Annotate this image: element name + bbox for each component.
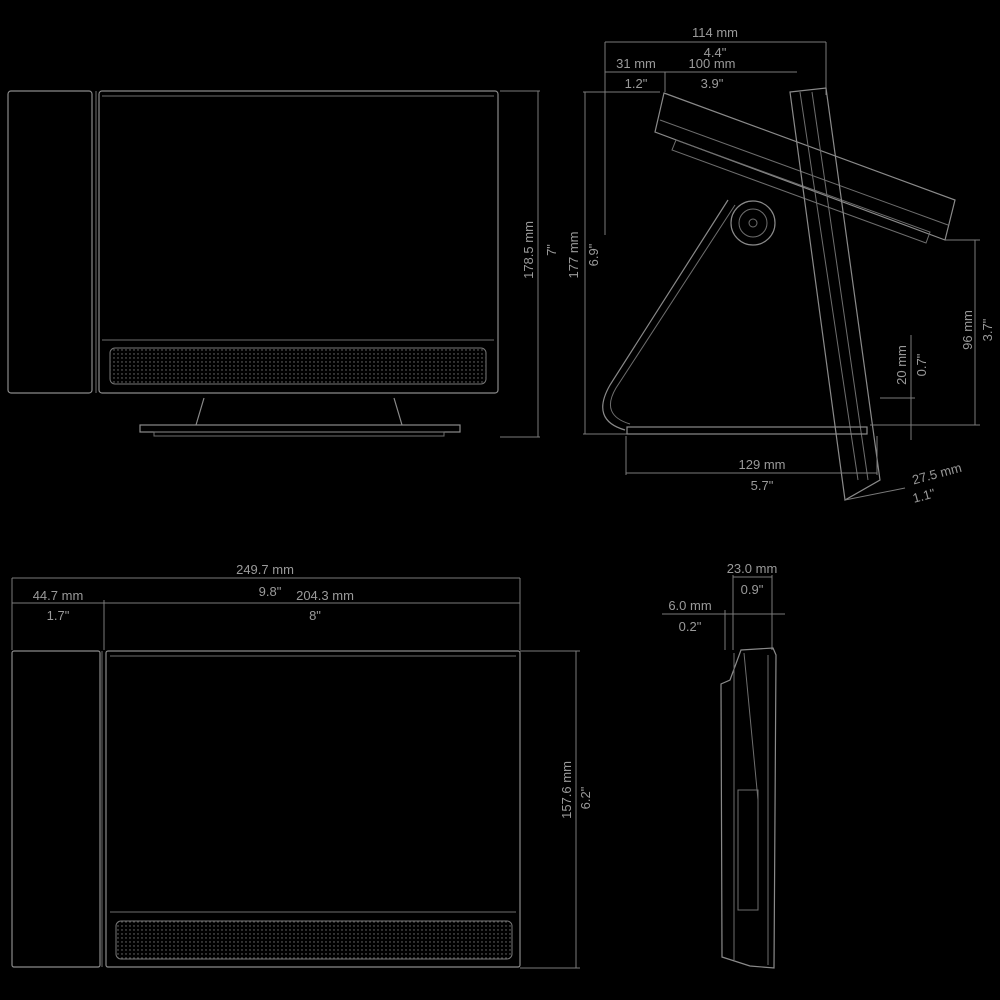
- side-view-with-stand: 114 mm 4.4" 31 mm 1.2" 100 mm 3.9" 177 m…: [566, 25, 995, 506]
- base-depth-mm: 129 mm: [739, 457, 786, 472]
- stand-leg: [602, 199, 729, 431]
- stand-base: [139, 424, 461, 433]
- side-module: [7, 90, 93, 394]
- stand-base: [626, 426, 868, 435]
- hinge-icon: [730, 200, 776, 246]
- front-height-in: 7": [544, 244, 559, 256]
- side-height-mm: 177 mm: [566, 232, 581, 279]
- top-depth-in: 3.9": [701, 76, 724, 91]
- front-view-with-stand: 178.5 mm 7": [7, 90, 559, 438]
- flat-thickness-in: 0.9": [741, 582, 764, 597]
- lip-in: 0.2": [679, 619, 702, 634]
- flat-thickness-mm: 23.0 mm: [727, 561, 778, 576]
- overall-width-in: 9.8": [259, 584, 282, 599]
- overall-width-mm: 249.7 mm: [236, 562, 294, 577]
- base-depth-in: 5.7": [751, 478, 774, 493]
- front-view-flat: 249.7 mm 9.8" 44.7 mm 1.7" 204.3 mm 8" 1…: [11, 562, 593, 969]
- display-bezel: [105, 650, 521, 968]
- foot-height-in: 0.7": [914, 353, 929, 376]
- back-offset-in: 1.2": [625, 76, 648, 91]
- speaker-grille: [109, 347, 487, 385]
- side-height-in: 6.9": [586, 243, 601, 266]
- pivot-height-mm: 96 mm: [960, 310, 975, 350]
- tilted-display: [654, 92, 956, 241]
- display-bezel: [98, 90, 499, 394]
- flat-height-in: 6.2": [578, 786, 593, 809]
- overall-depth-in: 4.4": [704, 45, 727, 60]
- screen-width-in: 8": [309, 608, 321, 623]
- panel-thickness-mm: 27.5 mm: [910, 460, 963, 488]
- upright-panel: [789, 87, 881, 501]
- foot-height-mm: 20 mm: [894, 345, 909, 385]
- side-module-width-mm: 44.7 mm: [33, 588, 84, 603]
- lip-mm: 6.0 mm: [668, 598, 711, 613]
- flat-height-mm: 157.6 mm: [559, 761, 574, 819]
- speaker-grille: [115, 920, 513, 960]
- panel-thickness-in: 1.1": [911, 485, 937, 505]
- screen-width-mm: 204.3 mm: [296, 588, 354, 603]
- front-height-mm: 178.5 mm: [521, 221, 536, 279]
- side-module-width-in: 1.7": [47, 608, 70, 623]
- pivot-height-in: 3.7": [980, 318, 995, 341]
- side-view-flat: 23.0 mm 0.9" 6.0 mm 0.2": [662, 561, 785, 969]
- device-profile: [720, 647, 777, 969]
- back-offset-mm: 31 mm: [616, 56, 656, 71]
- side-module: [11, 650, 101, 968]
- top-depth-mm: 100 mm: [689, 56, 736, 71]
- overall-depth-mm: 114 mm: [692, 25, 738, 40]
